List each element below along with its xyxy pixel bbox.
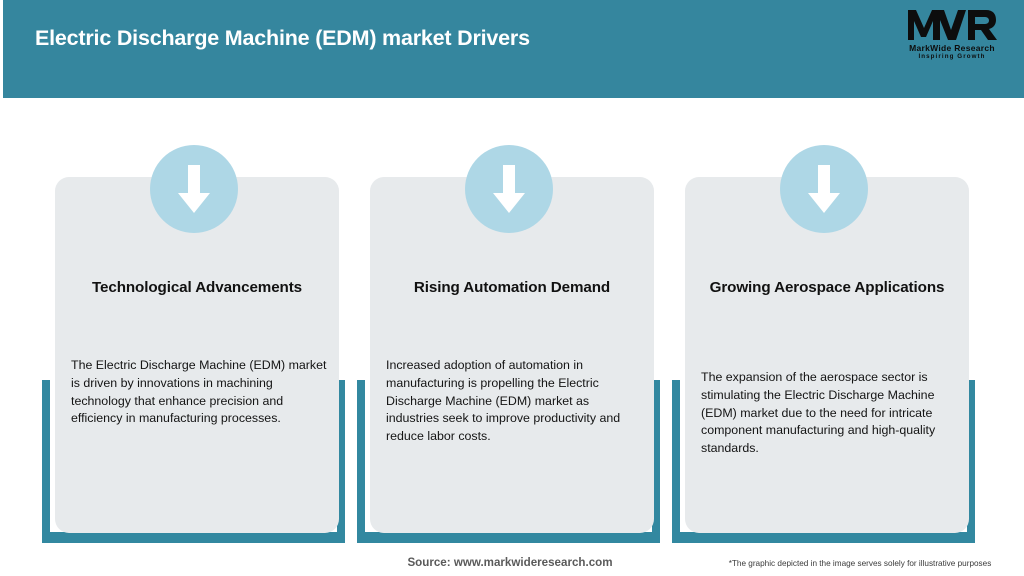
logo-tagline: Inspiring Growth: [918, 53, 986, 60]
arrow-down-icon: [149, 145, 238, 233]
arrow-down-icon: [779, 145, 868, 233]
page-title: Electric Discharge Machine (EDM) market …: [35, 26, 530, 50]
driver-card-2[interactable]: Rising Automation Demand Increased adopt…: [357, 145, 660, 545]
card-body-text: The expansion of the aerospace sector is…: [701, 370, 936, 456]
card-heading: Rising Automation Demand: [413, 279, 611, 296]
card-panel: Technological Advancements The Electric …: [55, 177, 339, 533]
card-body-text: Increased adoption of automation in manu…: [386, 358, 621, 444]
driver-card-1[interactable]: Technological Advancements The Electric …: [42, 145, 345, 545]
logo-company-name: MarkWide Research: [909, 43, 995, 53]
source-label: Source: www.markwideresearch.com: [407, 556, 613, 569]
arrow-down-glyph: [492, 165, 525, 213]
disclaimer-note: *The graphic depicted in the image serve…: [728, 559, 992, 568]
arrow-down-icon: [464, 145, 553, 233]
card-body-text: The Electric Discharge Machine (EDM) mar…: [71, 358, 327, 426]
card-bracket-decoration: [357, 380, 660, 543]
brand-logo: MarkWide Research Inspiring Growth: [898, 8, 1006, 66]
driver-card-3[interactable]: Growing Aerospace Applications The expan…: [672, 145, 975, 545]
card-panel: Growing Aerospace Applications The expan…: [685, 177, 969, 533]
arrow-down-glyph: [807, 165, 840, 213]
card-heading: Technological Advancements: [91, 279, 303, 296]
card-heading: Growing Aerospace Applications: [709, 279, 945, 296]
mwr-logo-icon: [908, 10, 997, 40]
header-band: Electric Discharge Machine (EDM) market …: [3, 0, 1024, 98]
card-panel: Rising Automation Demand Increased adopt…: [370, 177, 654, 533]
arrow-down-glyph: [177, 165, 210, 213]
card-bracket-decoration: [42, 380, 345, 543]
card-bracket-decoration: [672, 380, 975, 543]
